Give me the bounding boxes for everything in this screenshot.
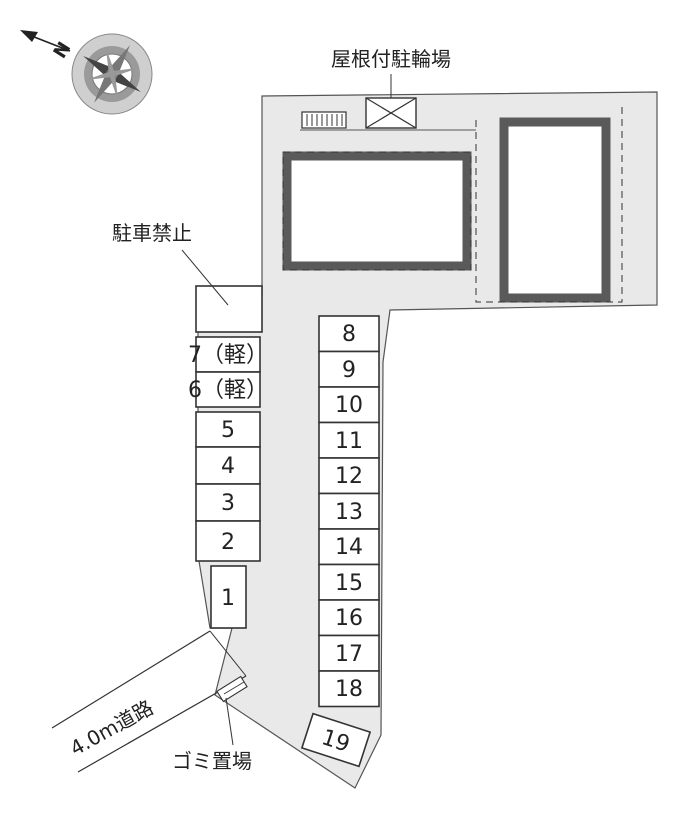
space-4 xyxy=(195,446,261,485)
space-2-label: 2 xyxy=(221,530,235,555)
space-9-label: 9 xyxy=(342,358,356,383)
garbage-label: ゴミ置場 xyxy=(172,749,252,773)
space-7 xyxy=(195,336,261,373)
space-10-label: 10 xyxy=(335,393,363,418)
space-15-label: 15 xyxy=(335,571,363,596)
space-3-label: 3 xyxy=(221,491,235,516)
space-1-label: 1 xyxy=(221,586,235,611)
compass-icon xyxy=(20,30,153,115)
space-13-label: 13 xyxy=(335,500,363,525)
space-19-group: 19 xyxy=(300,712,372,768)
space-14-label: 14 xyxy=(335,535,363,560)
space-15 xyxy=(318,563,380,601)
space-14 xyxy=(318,528,380,566)
space-12-label: 12 xyxy=(335,464,363,489)
space-5-label: 5 xyxy=(221,418,235,443)
space-18-label: 18 xyxy=(335,677,363,702)
bike-shed-box xyxy=(365,97,417,129)
no-parking-box xyxy=(195,285,263,333)
space-16-label: 16 xyxy=(335,606,363,631)
no-parking-leader xyxy=(181,249,229,306)
road-label: 4.0m道路 xyxy=(66,695,157,760)
space-11 xyxy=(318,421,380,459)
space-2 xyxy=(195,520,261,562)
garbage-area xyxy=(216,675,248,703)
building-a-overhang xyxy=(282,151,472,271)
space-19 xyxy=(300,712,372,768)
space-11-label: 11 xyxy=(335,429,363,454)
no-parking-label: 駐車禁止 xyxy=(112,221,192,245)
garbage-leader xyxy=(225,697,234,746)
left-column: 7（軽） 6（軽） 5 4 3 2 xyxy=(188,336,268,562)
space-17 xyxy=(318,634,380,672)
space-7-label: 7（軽） xyxy=(188,343,268,368)
space-8-label: 8 xyxy=(342,322,356,347)
space-4-label: 4 xyxy=(221,454,235,479)
bike-rack xyxy=(301,111,347,129)
space-17-label: 17 xyxy=(335,642,363,667)
space-3 xyxy=(195,483,261,522)
space-12 xyxy=(318,457,380,495)
space-18 xyxy=(318,670,380,708)
building-b-line xyxy=(475,103,623,303)
building-b xyxy=(499,117,611,303)
building-a xyxy=(282,151,472,271)
bike-parking-label: 屋根付駐輪場 xyxy=(331,47,451,71)
north-label: N xyxy=(50,38,76,62)
space-1 xyxy=(210,565,247,629)
space-5 xyxy=(195,411,261,448)
space-16 xyxy=(318,599,380,637)
space-6 xyxy=(195,371,261,408)
right-column: 8 9 10 11 12 13 14 15 16 17 18 xyxy=(318,315,380,708)
space-6-label: 6（軽） xyxy=(188,378,268,403)
